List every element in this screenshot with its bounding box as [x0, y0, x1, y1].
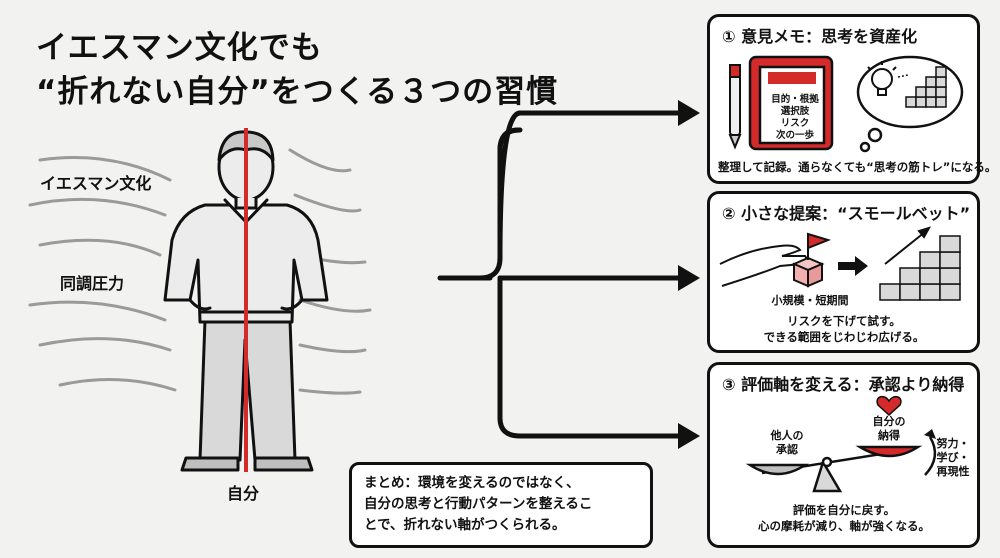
title-line-1: イエスマン文化でも: [36, 30, 323, 66]
cycle-arrow-icon: [924, 436, 937, 476]
connector-arrows: [437, 110, 683, 439]
card-1-caption: 整理して記録。通らなくても“思考の筋トレ”になる。: [718, 160, 997, 174]
effort-label-2: 学び・: [936, 451, 970, 464]
growth-blocks-icon: [905, 66, 947, 108]
hand-icon: [719, 244, 808, 287]
card-2-heading: ② 小さな提案：“スモールベット”: [722, 204, 971, 223]
pen-icon: [728, 64, 742, 150]
title-line-2: “折れない自分”をつくる３つの習慣: [36, 74, 559, 110]
left-pan-label-2: 承認: [776, 443, 798, 456]
notebook-line-4: 次の一歩: [775, 130, 814, 141]
label-self: 自分: [227, 484, 260, 503]
card-1-heading: ① 意見メモ：思考を資産化: [722, 27, 918, 46]
right-arrow-icon: [838, 256, 868, 276]
card-2-caption-1: リスクを下げて試す。: [787, 314, 901, 328]
balance-scale-icon: [745, 445, 923, 493]
growth-arrow-icon: [884, 226, 932, 265]
notebook-line-3: リスク: [780, 118, 810, 129]
card-3-caption-1: 評価を自分に戻す。: [792, 503, 896, 517]
left-pan-label-1: 他人の: [770, 429, 804, 442]
notebook-line-1: 目的・根拠: [771, 94, 819, 105]
card-1-illustration: [728, 55, 964, 153]
pressure-lines-left: [28, 156, 177, 392]
summary-box: まとめ：環境を変えるのではなく、 自分の思考と行動パターンを整えるこ とで、折れ…: [349, 462, 653, 548]
card-3-caption-2: 心の摩耗が減り、軸が強くなる。: [757, 519, 931, 533]
card-evaluation-axis: ③ 評価軸を変える：承認より納得 他人の 承認 自分の 納得 努力・ 学び・ 再…: [707, 362, 980, 548]
card-3-heading: ③ 評価軸を変える：承認より納得: [722, 375, 965, 394]
card-3-illustration: [745, 395, 937, 493]
card-2-scale-label: 小規模・短期間: [771, 294, 849, 307]
label-culture: イエスマン文化: [40, 174, 152, 193]
notebook-line-2: 選択肢: [780, 106, 810, 117]
small-bet-cube-icon: [791, 256, 825, 288]
card-small-proposal: ② 小さな提案：“スモールベット” 小規模・短期間 リスクを下げて試す。 できる…: [707, 191, 980, 353]
label-pressure: 同調圧力: [60, 274, 125, 293]
card-2-caption-2: できる範囲をじわじわ広げる。: [763, 330, 925, 344]
effort-label-1: 努力・: [936, 437, 970, 450]
lightbulb-icon: [867, 61, 897, 96]
card-opinion-memo: ① 意見メモ：思考を資産化: [707, 14, 997, 184]
card-2-illustration: [719, 226, 961, 301]
pressure-lines-right: [288, 148, 372, 395]
notebook-icon: [748, 55, 834, 151]
staircase-blocks-icon: [879, 235, 961, 301]
summary-line-1: まとめ：環境を変えるのではなく、: [364, 475, 580, 491]
effort-label-3: 再現性: [936, 465, 970, 478]
right-pan-label-2: 納得: [878, 429, 900, 442]
right-pan-label-1: 自分の: [872, 415, 906, 428]
summary-line-2: 自分の思考と行動パターンを整えるこ: [364, 495, 593, 512]
arrow-heads: [678, 100, 700, 449]
summary-line-3: とで、折れない軸がつくられる。: [364, 516, 566, 533]
heart-icon: [876, 395, 902, 417]
red-flag-icon: [807, 232, 832, 260]
